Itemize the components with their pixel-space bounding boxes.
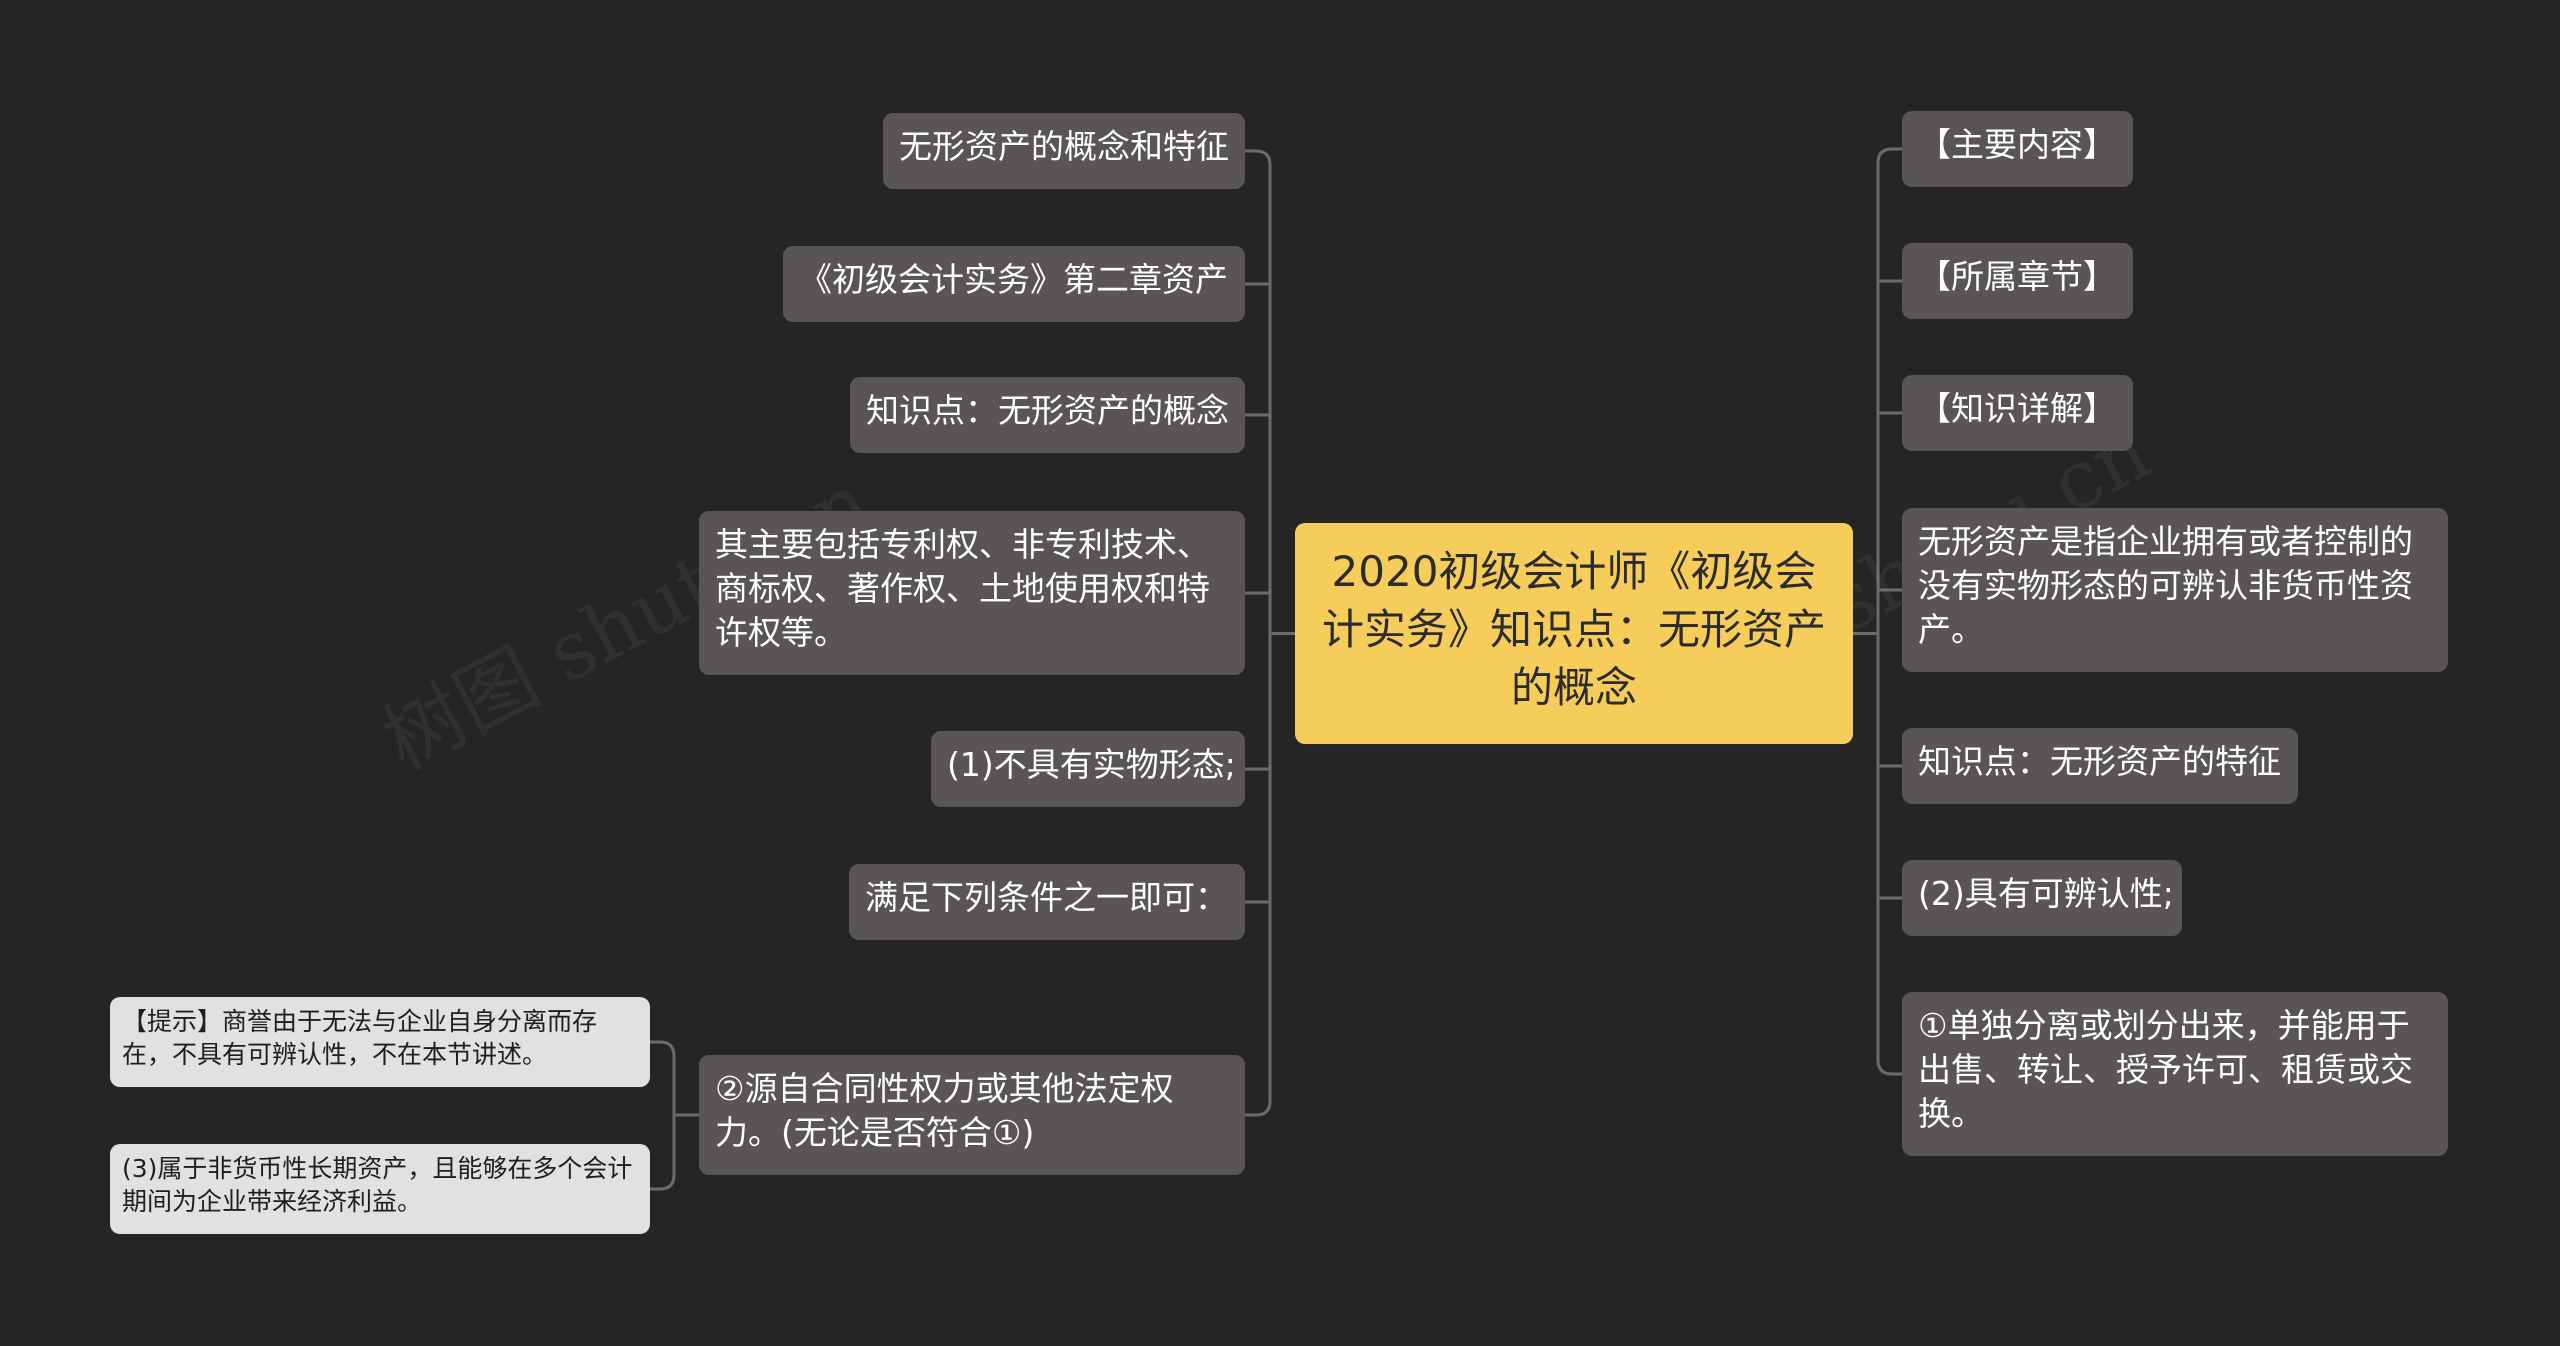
left-node-knowledge-point-concept[interactable]: 知识点：无形资产的概念	[850, 377, 1245, 453]
right-branch-6	[1876, 1059, 1902, 1076]
central-topic[interactable]: 2020初级会计师《初级会计实务》知识点：无形资产的概念	[1295, 523, 1853, 744]
right-node-chapter[interactable]: 【所属章节】	[1902, 243, 2133, 319]
right-node-details[interactable]: 【知识详解】	[1902, 375, 2133, 451]
left-branch-6	[1245, 1100, 1272, 1117]
left-node-conditions[interactable]: 满足下列条件之一即可：	[849, 864, 1245, 940]
left-node-main-contents[interactable]: 其主要包括专利权、非专利技术、商标权、著作权、土地使用权和特许权等。	[699, 511, 1245, 675]
right-node-knowledge-point-features[interactable]: 知识点：无形资产的特征	[1902, 728, 2298, 804]
right-node-main-content[interactable]: 【主要内容】	[1902, 111, 2133, 187]
sub-node-goodwill-tip[interactable]: 【提示】商誉由于无法与企业自身分离而存在，不具有可辨认性，不在本节讲述。	[110, 997, 650, 1087]
left-node-contractual-rights[interactable]: ②源自合同性权力或其他法定权力。(无论是否符合①)	[699, 1055, 1245, 1175]
left-node-textbook-chapter[interactable]: 《初级会计实务》第二章资产	[783, 246, 1245, 322]
left-node-intangible-concept-features[interactable]: 无形资产的概念和特征	[883, 113, 1245, 189]
sub-branch-1	[650, 1174, 676, 1191]
left-node-no-physical-form[interactable]: (1)不具有实物形态;	[931, 731, 1245, 807]
right-node-separable[interactable]: ①单独分离或划分出来，并能用于出售、转让、授予许可、租赁或交换。	[1902, 992, 2448, 1156]
right-node-definition[interactable]: 无形资产是指企业拥有或者控制的没有实物形态的可辨认非货币性资产。	[1902, 508, 2448, 672]
sub-node-non-monetary-asset[interactable]: (3)属于非货币性长期资产，且能够在多个会计期间为企业带来经济利益。	[110, 1144, 650, 1234]
sub-branch-0	[650, 1040, 676, 1057]
right-node-identifiable[interactable]: (2)具有可辨认性;	[1902, 860, 2182, 936]
right-branch-0	[1876, 147, 1902, 164]
left-branch-0	[1245, 149, 1272, 166]
